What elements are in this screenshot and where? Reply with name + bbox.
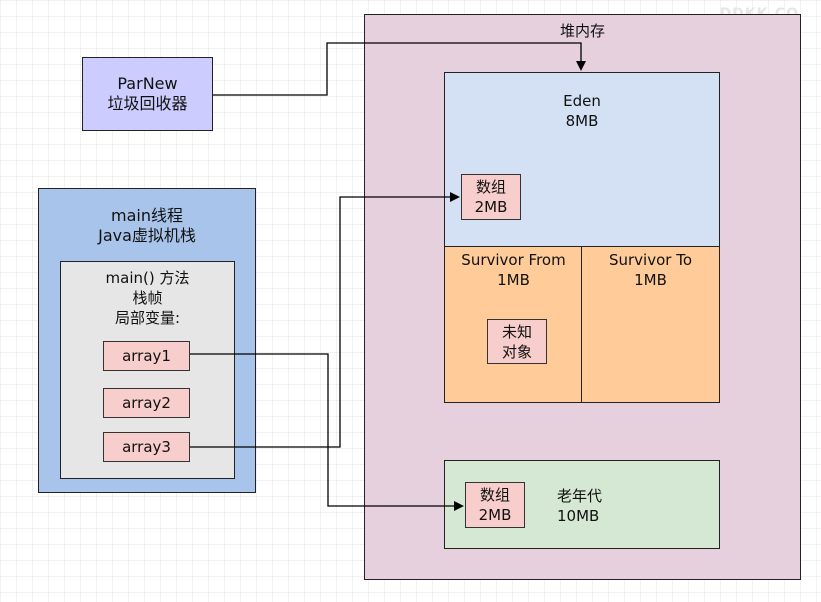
parnew-collector: ParNew 垃圾回收器 [82,57,213,131]
var-array2: array2 [103,388,190,418]
var-array1: array1 [103,341,190,371]
old-generation-label: 老年代 10MB [557,487,603,525]
var-array3: array3 [103,432,190,462]
survivor-from-label: Survivor From 1MB [461,251,566,289]
old-gen-array-object: 数组 2MB [465,482,525,528]
parnew-collector-label: ParNew 垃圾回收器 [107,74,188,113]
eden-label: Eden 8MB [563,92,601,130]
main-thread-label: main线程 Java虚拟机栈 [98,206,196,245]
survivor-to-space: Survivor To 1MB [581,246,720,403]
eden-array-object: 数组 2MB [461,174,521,220]
eden-space: Eden 8MB [444,72,720,248]
frame-label: main() 方法 栈帧 局部变量: [105,269,190,327]
heap-title: 堆内存 [559,22,605,40]
unknown-object: 未知 对象 [487,319,547,364]
survivor-to-label: Survivor To 1MB [608,251,693,289]
